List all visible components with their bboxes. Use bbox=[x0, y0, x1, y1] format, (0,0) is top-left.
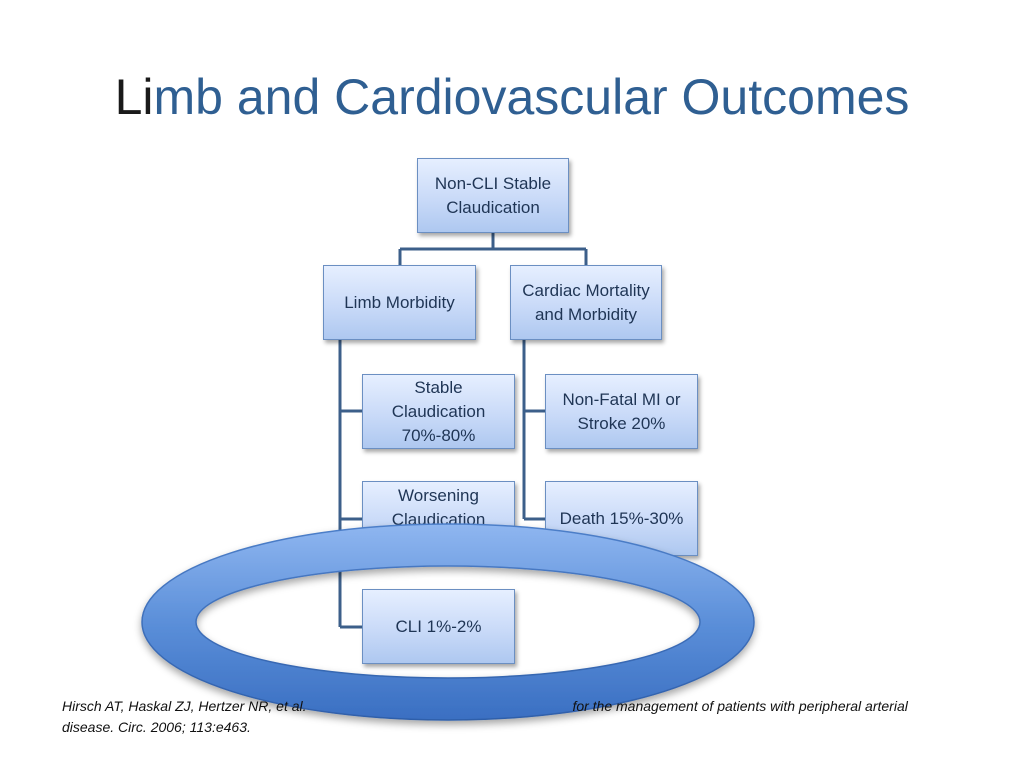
node-non-cli-stable-claudication: Non-CLI Stable Claudication bbox=[417, 158, 569, 233]
node-label: Limb Morbidity bbox=[344, 292, 455, 312]
node-death: Death 15%-30% bbox=[545, 481, 698, 556]
node-label: Cardiac Mortality and Morbidity bbox=[522, 280, 650, 324]
citation-line2: disease. Circ. 2006; 113:e463. bbox=[62, 719, 251, 735]
node-label: Non-Fatal MI or Stroke 20% bbox=[562, 389, 681, 433]
node-label: CLI 1%-2% bbox=[395, 616, 482, 636]
node-label: Stable Claudication 70%-80% bbox=[391, 377, 486, 445]
node-cli: CLI 1%-2% bbox=[362, 589, 515, 664]
node-limb-morbidity: Limb Morbidity bbox=[323, 265, 476, 340]
slide-title-rest: mb and Cardiovascular Outcomes bbox=[153, 69, 910, 125]
node-stable-claudication: Stable Claudication 70%-80% bbox=[362, 374, 515, 449]
slide-title-dark-part: Li bbox=[114, 69, 154, 125]
node-worsening-claudication: Worsening Claudication bbox=[362, 481, 515, 556]
citation-line1: Hirsch AT, Haskal ZJ, Hertzer NR, et al. bbox=[62, 698, 311, 714]
citation-line1-end: for the management of patients with peri… bbox=[572, 698, 908, 714]
node-cardiac-mortality: Cardiac Mortality and Morbidity bbox=[510, 265, 662, 340]
node-label: Non-CLI Stable Claudication bbox=[434, 173, 552, 217]
citation: Hirsch AT, Haskal ZJ, Hertzer NR, et al.… bbox=[62, 696, 962, 738]
slide-title: Limb and Cardiovascular Outcomes bbox=[0, 62, 1024, 132]
node-label: Worsening Claudication bbox=[391, 486, 486, 529]
node-non-fatal-mi-stroke: Non-Fatal MI or Stroke 20% bbox=[545, 374, 698, 449]
node-label: Death 15%-30% bbox=[559, 509, 684, 528]
